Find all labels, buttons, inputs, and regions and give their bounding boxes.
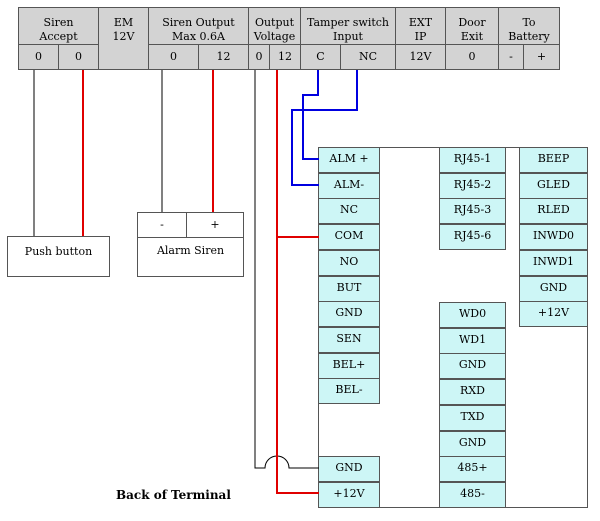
terminal-cell-rled: RLED: [519, 198, 588, 225]
pin-siren-accept-0a: 0: [18, 44, 59, 70]
terminal-cell-485: 485+: [439, 456, 506, 483]
wire-output-0-gnd: [254, 70, 319, 469]
terminal-cell-gled: GLED: [519, 172, 588, 199]
terminal-cell-bel: BEL+: [318, 352, 380, 379]
terminal-cell-485: 485-: [439, 481, 506, 508]
terminal-cell-gnd: GND: [318, 301, 380, 328]
terminal-cell-wd0: WD0: [439, 302, 506, 328]
terminal-cell-gnd: GND: [519, 275, 588, 302]
header-door-exit: Door Exit: [445, 7, 499, 45]
terminal-cell-rxd: RXD: [439, 379, 506, 406]
terminal-cell-rj45-2: RJ45-2: [439, 172, 506, 199]
pin-output-voltage-12: 12: [269, 44, 301, 70]
terminal-cell-gnd: GND: [318, 456, 380, 482]
terminal-cell-beep: BEEP: [519, 147, 588, 173]
terminal-cell-alm: ALM-: [318, 172, 380, 199]
pin-siren-output-12: 12: [198, 44, 249, 70]
terminal-cell-12v: +12V: [519, 301, 588, 328]
pin-battery-minus: -: [498, 44, 524, 70]
header-em-12v: EM 12V: [98, 7, 149, 70]
terminal-cell-rj45-6: RJ45-6: [439, 224, 506, 251]
terminal-cell-no: NO: [318, 249, 380, 276]
caption: Back of Terminal: [116, 488, 231, 502]
terminal-cell-inwd0: INWD0: [519, 224, 588, 251]
header-siren-output: Siren Output Max 0.6A: [148, 7, 249, 45]
header-label: Output Voltage: [253, 16, 296, 43]
push-button-label: Push button: [24, 245, 93, 258]
terminal-cell-txd: TXD: [439, 404, 506, 431]
alarm-siren-minus: -: [137, 212, 187, 238]
terminal-cell-gnd: GND: [439, 353, 506, 380]
header-label: EM 12V: [112, 16, 135, 43]
header-tamper-switch: Tamper switch Input: [300, 7, 396, 45]
terminal-cell-gnd: GND: [439, 430, 506, 457]
push-button-box: Push button: [7, 236, 110, 277]
terminal-cell-but: BUT: [318, 275, 380, 302]
header-label: Siren Accept: [39, 16, 78, 43]
wire-output-12-red: [276, 70, 319, 494]
terminal-cell-sen: SEN: [318, 326, 380, 353]
wire-tamper-c-blue: [302, 70, 319, 160]
terminal-cell-com: COM: [318, 224, 380, 251]
terminal-cell-rj45-3: RJ45-3: [439, 198, 506, 225]
alarm-siren-label: Alarm Siren: [156, 244, 225, 257]
terminal-cell-rj45-1: RJ45-1: [439, 147, 506, 173]
pin-door-exit-0: 0: [445, 44, 499, 70]
pin-output-voltage-0: 0: [248, 44, 270, 70]
alarm-siren-plus: +: [186, 212, 244, 238]
header-label: Siren Output Max 0.6A: [162, 16, 235, 43]
terminal-cell-bel: BEL-: [318, 378, 380, 405]
terminal-cell-wd1: WD1: [439, 327, 506, 354]
pin-siren-accept-0b: 0: [58, 44, 99, 70]
pin-ext-ip-12v: 12V: [395, 44, 446, 70]
terminal-cell-alm: ALM +: [318, 147, 380, 173]
pin-tamper-nc: NC: [340, 44, 396, 70]
header-to-battery: To Battery: [498, 7, 560, 45]
terminal-cell-inwd1: INWD1: [519, 249, 588, 276]
terminal-cell-nc: NC: [318, 198, 380, 225]
header-output-voltage: Output Voltage: [248, 7, 301, 45]
header-ext-ip: EXT IP: [395, 7, 446, 45]
header-siren-accept: Siren Accept: [18, 7, 99, 45]
header-label: EXT IP: [408, 16, 433, 43]
terminal-cell-12v: +12V: [318, 481, 380, 508]
pin-tamper-c: C: [300, 44, 341, 70]
header-label: To Battery: [508, 16, 550, 43]
pin-siren-output-0: 0: [148, 44, 199, 70]
header-label: Tamper switch Input: [306, 16, 390, 43]
pin-battery-plus: +: [523, 44, 560, 70]
header-label: Door Exit: [458, 16, 486, 43]
